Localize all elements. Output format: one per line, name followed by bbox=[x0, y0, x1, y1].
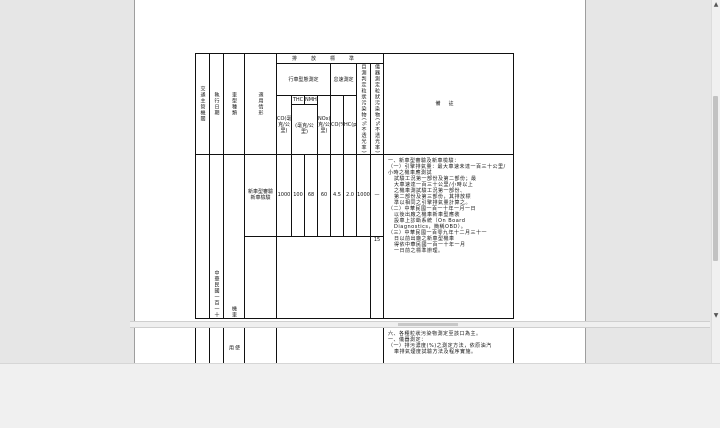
nox-header: NOx(毫克/公里) bbox=[317, 95, 331, 155]
hc-ppm-header: HC(ppm) bbox=[343, 95, 357, 155]
nmhc-header: NMHC bbox=[304, 95, 318, 105]
thc-value: 100 bbox=[291, 153, 305, 237]
vehicle-cell: 機車 bbox=[223, 153, 245, 319]
cont-cell-3: 使用 bbox=[223, 327, 245, 363]
cont-cell-1 bbox=[195, 327, 210, 363]
dash-value: — bbox=[369, 153, 385, 237]
agency-cell bbox=[195, 153, 210, 319]
cont-cell-2 bbox=[209, 327, 224, 363]
document-page: 交通主管機關 執行日期 車型種類 適用情形 排放標準 備註 行車型態測定 怠速測… bbox=[134, 0, 586, 323]
cont-remarks-cell: 六、各種粒狀污染物測定至該口為主。 一、儀器測定： （一）排污濃度(%)之測定方… bbox=[383, 327, 514, 363]
vertical-scroll-thumb[interactable] bbox=[713, 96, 718, 261]
condition-cell: 新車型審驗新車檢驗 bbox=[244, 153, 277, 237]
vehicle-type-header: 車型種類 bbox=[223, 53, 245, 155]
co-pct-value: 4.5 bbox=[330, 153, 344, 237]
idle-test-header: 怠速測定 bbox=[330, 63, 357, 96]
empty-values-row bbox=[276, 235, 371, 319]
exec-date-cell: 中華民國一百一十 bbox=[209, 153, 224, 319]
thc-header: THC bbox=[291, 95, 305, 105]
remarks-header: 備註 bbox=[383, 53, 515, 155]
nox-value: 60 bbox=[317, 153, 331, 237]
empty-bottom-area bbox=[0, 363, 720, 428]
obd-value: 1000 bbox=[356, 153, 371, 237]
co-header: CO(毫克/公里) bbox=[276, 95, 292, 155]
document-workspace: 交通主管機關 執行日期 車型種類 適用情形 排放標準 備註 行車型態測定 怠速測… bbox=[130, 0, 710, 363]
co-value: 1000 bbox=[276, 153, 292, 237]
emission-header: 排放標準 bbox=[275, 53, 385, 64]
agency-header: 交通主管機關 bbox=[195, 53, 210, 155]
remarks-cell: 一、新車型審驗及新車檢驗： （一）引擎排氣量：最大車速未達一百三十公里/小時之機… bbox=[383, 153, 515, 319]
exec-date-header: 執行日期 bbox=[209, 53, 224, 155]
co-pct-header: CO(%) bbox=[330, 95, 344, 155]
scroll-up-icon[interactable]: ▲ bbox=[713, 1, 719, 8]
cont-cell-5 bbox=[276, 327, 384, 363]
hc-ppm-value: 2.0 bbox=[343, 153, 357, 237]
cont-cell-4 bbox=[244, 327, 277, 363]
condition-header: 適用情形 bbox=[244, 53, 277, 155]
opacity-value: 15 bbox=[369, 235, 385, 319]
document-page-2: 使用 六、各種粒狀污染物測定至該口為主。 一、儀器測定： （一）排污濃度(%)之… bbox=[134, 326, 586, 363]
scroll-down-icon[interactable]: ▼ bbox=[713, 312, 719, 319]
driving-test-header: 行車型態測定 bbox=[276, 63, 331, 96]
continuation-table: 使用 六、各種粒狀污染物測定至該口為主。 一、儀器測定： （一）排污濃度(%)之… bbox=[195, 327, 514, 363]
horizontal-scroll-thumb[interactable] bbox=[398, 323, 458, 326]
instrument-test-header: 儀器測定粒狀污染物(%不透光率) bbox=[369, 63, 385, 155]
thc-unit: (毫克/公里) bbox=[291, 103, 318, 155]
horizontal-scrollbar[interactable] bbox=[130, 321, 710, 328]
condition-cell-empty bbox=[244, 235, 277, 319]
emission-standards-table: 交通主管機關 執行日期 車型種類 適用情形 排放標準 備註 行車型態測定 怠速測… bbox=[195, 53, 515, 319]
nmhc-value: 68 bbox=[304, 153, 318, 237]
obd-limit-header: 目測判定粒狀污染物(%不透光率) bbox=[356, 63, 371, 155]
